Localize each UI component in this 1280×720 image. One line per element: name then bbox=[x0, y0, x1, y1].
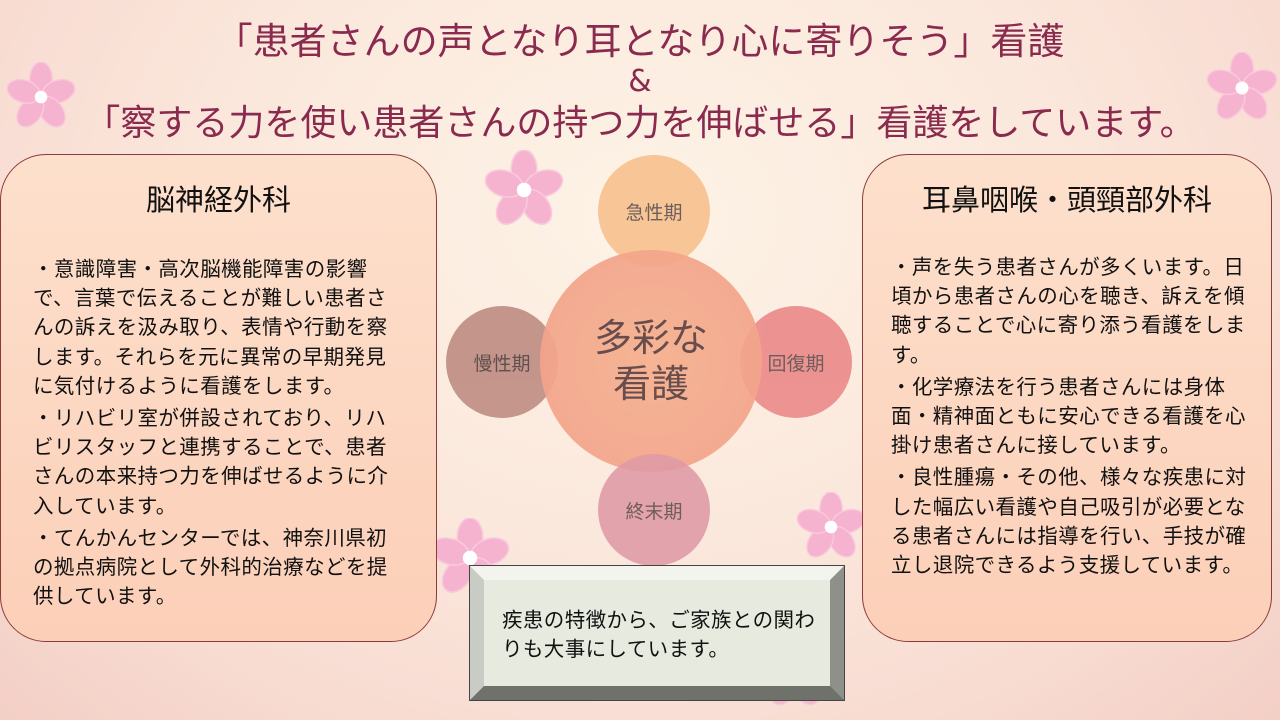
terminal-phase-label: 終末期 bbox=[625, 500, 683, 523]
panel-paragraph: ・意識障害・高次脳機能障害の影響で、言葉で伝えることが難しい患者さんの訴えを汲み… bbox=[33, 257, 388, 398]
title-ampersand: & bbox=[628, 64, 652, 99]
panel-body: ・声を失う患者さんが多くいます。日頃から患者さんの心を聴き、訴えを傾聴することで… bbox=[891, 253, 1251, 583]
center-label-line-1: 多彩な bbox=[593, 316, 708, 360]
panel-paragraph: ・化学療法を行う患者さんには身体面・精神面ともに安心できる看護を心掛け患者さんに… bbox=[891, 374, 1246, 458]
panel-paragraph: ・声を失う患者さんが多くいます。日頃から患者さんの心を聴き、訴えを傾聴することで… bbox=[891, 255, 1246, 367]
sakura-flower-icon bbox=[6, 62, 76, 128]
panel-paragraph: ・てんかんセンターでは、神奈川県初の拠点病院として外科的治療などを提供しています… bbox=[33, 525, 388, 609]
panel-heading: 脳神経外科 bbox=[145, 183, 291, 217]
family-notice-box: 疾患の特徴から、ご家族との関わりも大事にしています。 bbox=[469, 565, 845, 701]
sakura-flower-icon bbox=[484, 150, 564, 225]
panel-heading: 耳鼻咽喉・頭頸部外科 bbox=[921, 183, 1212, 217]
notice-text: 疾患の特徴から、ご家族との関わりも大事にしています。 bbox=[502, 608, 816, 661]
chronic-phase-circle: 慢性期 bbox=[446, 306, 558, 418]
panel-paragraph: ・良性腫瘍・その他、様々な疾患に対した幅広い看護や自己吸引が必要となる患者さんに… bbox=[891, 465, 1247, 578]
recovery-phase-label: 回復期 bbox=[767, 352, 825, 375]
chronic-phase-label: 慢性期 bbox=[473, 352, 531, 375]
sakura-flower-icon bbox=[1206, 52, 1278, 120]
title-line-2: 「察する力を使い患者さんの持つ力を伸ばせる」看護をしています。 bbox=[84, 103, 1196, 144]
neurosurgery-panel: 脳神経外科 ・意識障害・高次脳機能障害の影響で、言葉で伝えることが難しい患者さん… bbox=[0, 154, 437, 642]
center-label-line-2: 看護 bbox=[612, 362, 689, 406]
ent-head-neck-panel: 耳鼻咽喉・頭頸部外科 ・声を失う患者さんが多くいます。日頃から患者さんの心を聴き… bbox=[862, 154, 1272, 642]
title-line-1: 「患者さんの声となり耳となり心に寄りそう」看護 bbox=[215, 20, 1065, 63]
sakura-flower-icon bbox=[796, 492, 866, 558]
center-circle: 多彩な 看護 bbox=[540, 250, 762, 472]
acute-phase-circle: 急性期 bbox=[598, 155, 710, 267]
panel-body: ・意識障害・高次脳機能障害の影響で、言葉で伝えることが難しい患者さんの訴えを汲み… bbox=[33, 255, 405, 614]
acute-phase-label: 急性期 bbox=[625, 201, 683, 224]
terminal-phase-circle: 終末期 bbox=[598, 454, 710, 566]
panel-paragraph: ・リハビリ室が併設されており、リハビリスタッフと連携することで、患者さんの本来持… bbox=[33, 406, 389, 518]
